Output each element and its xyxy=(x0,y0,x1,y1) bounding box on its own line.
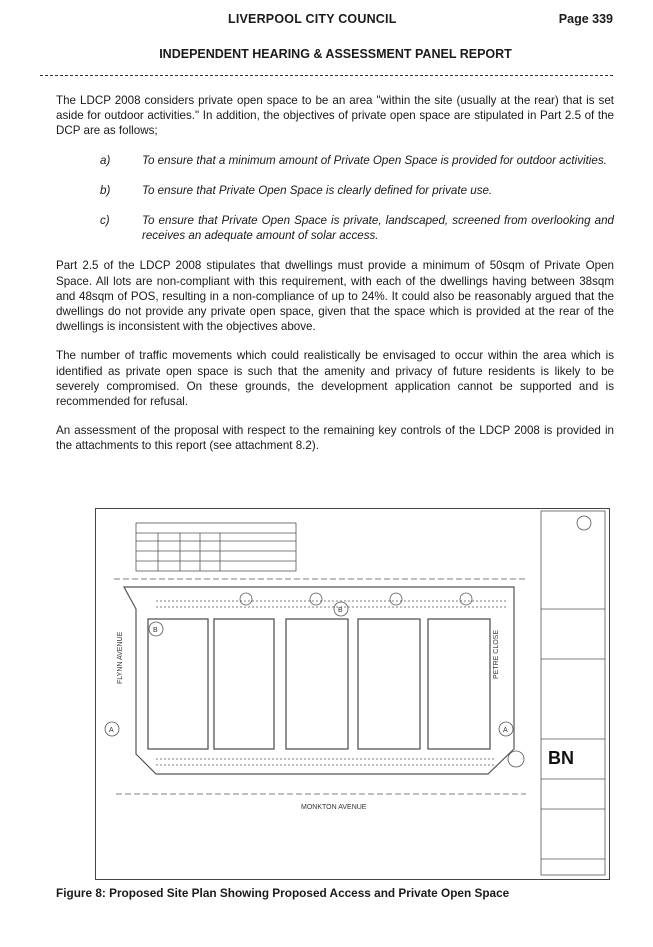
architect-logo: BN xyxy=(548,748,574,768)
marker-a-right: A xyxy=(503,727,508,734)
street-label-bottom: MONKTON AVENUE xyxy=(301,804,367,811)
report-title: INDEPENDENT HEARING & ASSESSMENT PANEL R… xyxy=(159,47,512,61)
paragraph-pos-requirement: Part 2.5 of the LDCP 2008 stipulates tha… xyxy=(56,259,614,334)
objective-text: To ensure that a minimum amount of Priva… xyxy=(142,153,607,167)
figure-caption: Figure 8: Proposed Site Plan Showing Pro… xyxy=(56,886,510,900)
header-council: LIVERPOOL CITY COUNCIL xyxy=(228,12,397,26)
objective-item: c) To ensure that Private Open Space is … xyxy=(56,213,614,243)
paragraph-attachments: An assessment of the proposal with respe… xyxy=(56,424,614,453)
objective-key: c) xyxy=(100,214,110,228)
objective-text: To ensure that Private Open Space is cle… xyxy=(142,183,493,197)
header-page-number: Page 339 xyxy=(558,12,613,26)
header-divider xyxy=(40,75,613,76)
objective-key: b) xyxy=(100,183,111,197)
paragraph-traffic: The number of traffic movements which co… xyxy=(56,349,614,409)
marker-b-top: B xyxy=(338,607,343,614)
objective-key: a) xyxy=(100,153,111,167)
marker-b-left: B xyxy=(153,627,158,634)
site-plan-figure: A A B B FLYNN AVENUE PETRE CLOSE MONKTON… xyxy=(95,508,610,880)
marker-a-left: A xyxy=(109,727,114,734)
objective-text: To ensure that Private Open Space is pri… xyxy=(142,214,614,243)
report-body: The LDCP 2008 considers private open spa… xyxy=(56,93,614,468)
street-label-left: FLYNN AVENUE xyxy=(117,631,124,684)
objective-item: b) To ensure that Private Open Space is … xyxy=(56,183,614,198)
site-plan-drawing: A A B B FLYNN AVENUE PETRE CLOSE MONKTON… xyxy=(104,510,606,876)
objective-item: a) To ensure that a minimum amount of Pr… xyxy=(56,153,614,168)
paragraph-intro: The LDCP 2008 considers private open spa… xyxy=(56,94,614,138)
street-label-right: PETRE CLOSE xyxy=(493,630,500,679)
